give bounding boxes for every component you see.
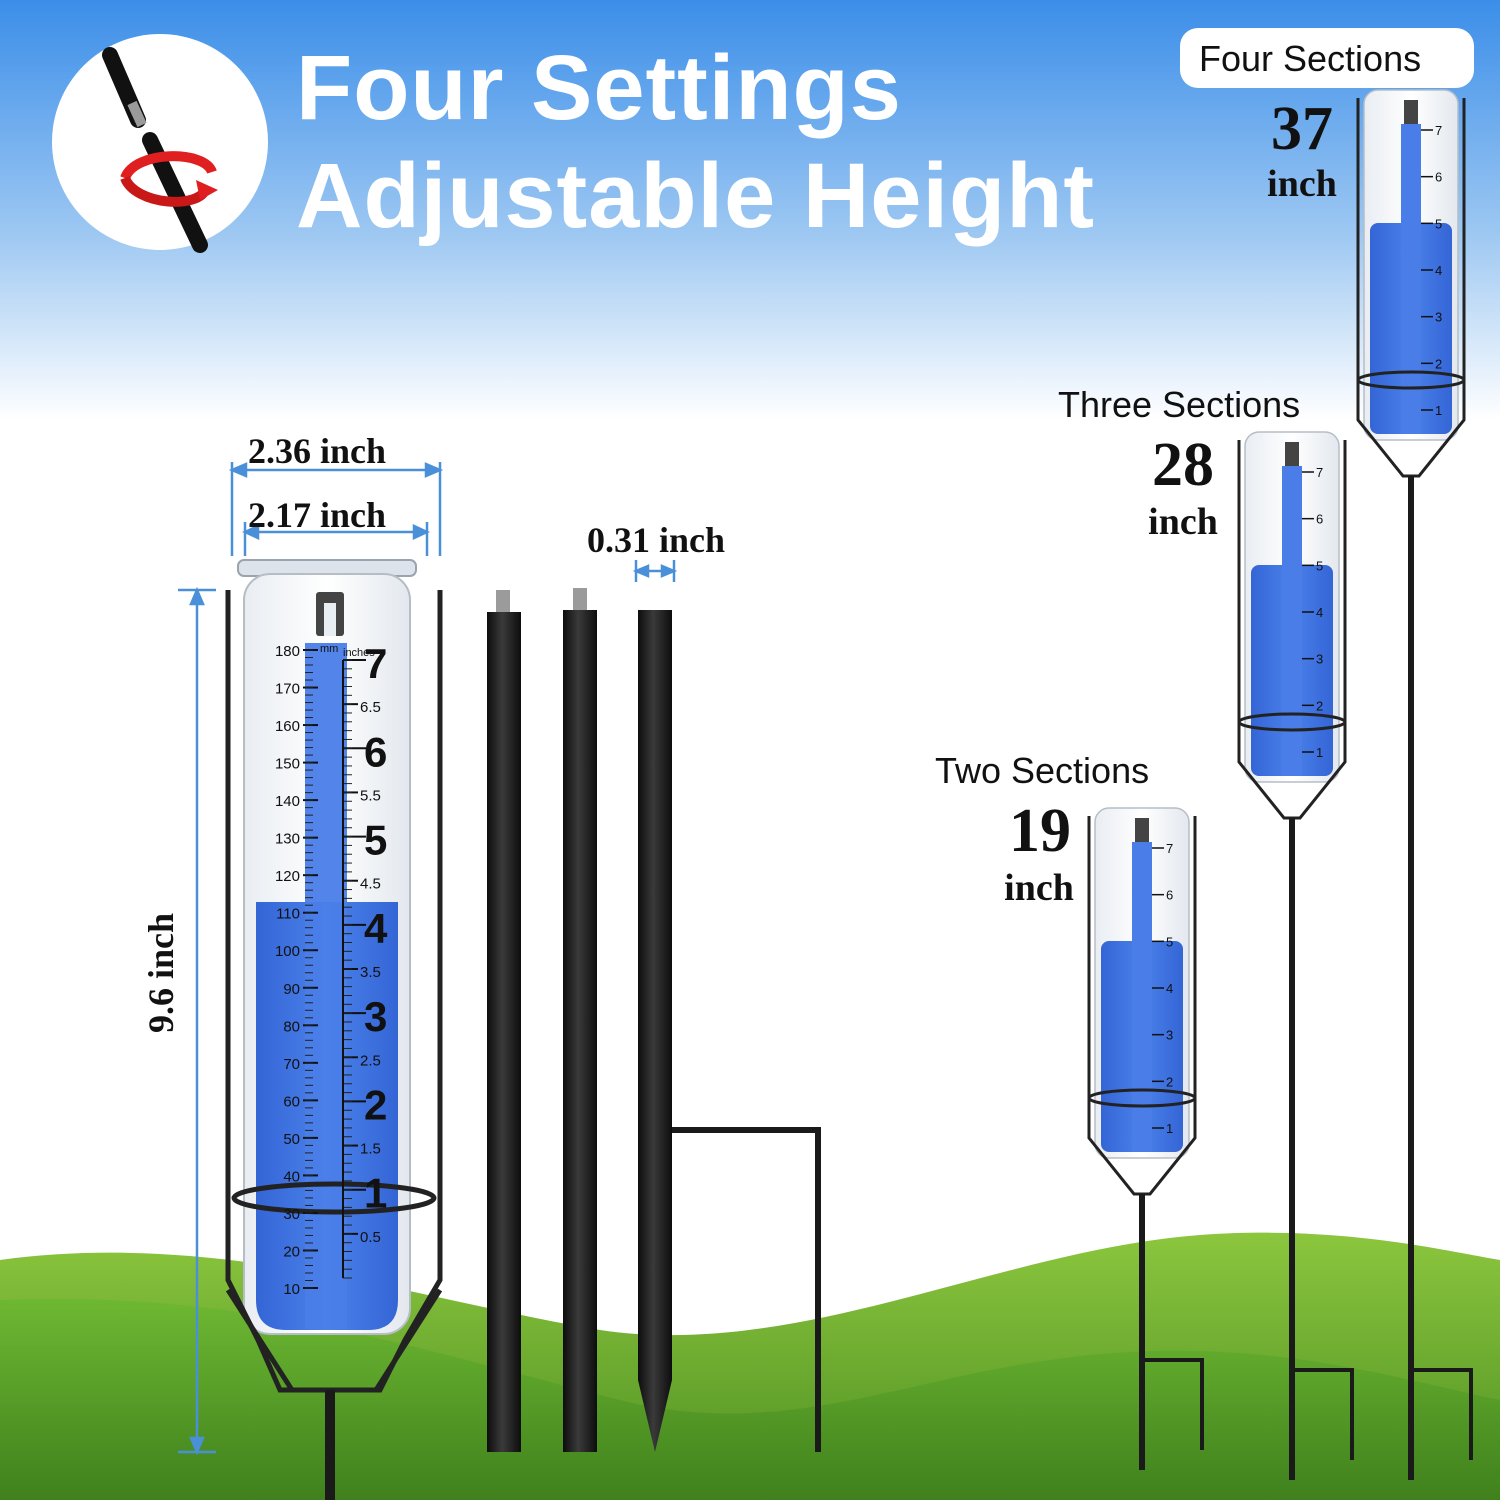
mm-tick-label: 120 (275, 868, 300, 885)
four-sections-unit: inch (1267, 163, 1337, 205)
two-sections-label: Two Sections (935, 750, 1150, 791)
inner-diameter-label: 2.17 inch (248, 495, 387, 535)
inch-tick-label: 4 (1316, 605, 1323, 620)
mm-tick-label: 70 (283, 1056, 300, 1073)
top-slot (1404, 100, 1418, 124)
inch-tick-label: 5.5 (360, 787, 381, 804)
inch-tick-label: 3 (1166, 1028, 1173, 1043)
inch-tick-label: 1 (1435, 403, 1442, 418)
large-rain-gauge: 1801701601501401301201101009080706050403… (225, 559, 443, 1500)
three-sections-label: Three Sections (1058, 384, 1301, 425)
inch-tick-label: 7 (1166, 841, 1173, 856)
inch-tick-label: 1.5 (360, 1141, 381, 1158)
stake-foot (1292, 1368, 1354, 1460)
inch-tick-label: 2.5 (360, 1052, 381, 1069)
headline-line-1: Four Settings (296, 37, 902, 139)
mm-tick-label: 30 (283, 1206, 300, 1223)
three-sections-unit: inch (1148, 501, 1218, 543)
mm-tick-label: 10 (283, 1281, 300, 1298)
inch-tick-label: 5 (1316, 558, 1323, 573)
inch-tick-label: 6 (1166, 888, 1173, 903)
inch-tick-label: 7 (1435, 123, 1442, 138)
mm-tick-label: 140 (275, 793, 300, 810)
mm-tick-label: 90 (283, 981, 300, 998)
mm-tick-label: 180 (275, 643, 300, 660)
headline-line-2: Adjustable Height (296, 145, 1096, 247)
two-sections-unit: inch (1004, 867, 1074, 909)
mm-tick-label: 40 (283, 1168, 300, 1185)
gauge-height-label: 9.6 inch (141, 912, 181, 1034)
two-section-assembly: 7 6 5 4 3 2 1 (1087, 807, 1204, 1470)
outer-diameter-label: 2.36 inch (248, 431, 387, 471)
four-sections-label: Four Sections (1199, 38, 1422, 79)
inch-tick-label: 5 (364, 817, 387, 864)
inch-tick-label: 1 (1316, 745, 1323, 760)
inch-tick-label: 2 (1316, 698, 1323, 713)
mm-tick-label: 20 (283, 1243, 300, 1260)
three-section-assembly: 7 6 5 4 3 2 1 (1237, 431, 1354, 1480)
scale-column (1401, 124, 1421, 434)
inch-tick-label: 6 (1316, 512, 1323, 527)
stake-foot (1411, 1368, 1473, 1460)
top-slot (1285, 442, 1299, 466)
inch-tick-label: 7 (364, 640, 387, 687)
mm-unit-label: mm (320, 643, 338, 655)
inch-tick-label: 5 (1435, 216, 1442, 231)
inch-tick-label: 3.5 (360, 964, 381, 981)
mm-tick-label: 60 (283, 1093, 300, 1110)
inch-tick-label: 7 (1316, 465, 1323, 480)
mm-tick-label: 160 (275, 718, 300, 735)
extension-rod-2 (563, 588, 597, 1452)
inch-tick-label: 1 (1166, 1121, 1173, 1136)
ground-stake-rod (638, 610, 821, 1452)
four-section-assembly: 7 6 5 4 3 2 1 (1356, 89, 1473, 1480)
inch-tick-label: 0.5 (360, 1229, 381, 1246)
stake-foot (1142, 1358, 1204, 1450)
top-slot (1135, 818, 1149, 842)
inch-tick-label: 6.5 (360, 699, 381, 716)
inch-tick-label: 2 (1435, 356, 1442, 371)
two-sections-value: 19 (1009, 797, 1071, 865)
twist-assembly-icon (52, 34, 268, 253)
mm-tick-label: 50 (283, 1131, 300, 1148)
inch-tick-label: 4.5 (360, 876, 381, 893)
inch-unit-label: inches (343, 647, 375, 659)
scale-column (1282, 466, 1302, 776)
inch-tick-label: 3 (1316, 652, 1323, 667)
frame-ring (1087, 1088, 1197, 1108)
inch-tick-label: 5 (1166, 934, 1173, 949)
scale-column (1132, 842, 1152, 1152)
inch-tick-label: 6 (1435, 170, 1442, 185)
grass-hill-front (0, 1298, 1500, 1500)
rod-diameter-label: 0.31 inch (587, 520, 726, 560)
mm-tick-label: 170 (275, 681, 300, 698)
inch-tick-label: 4 (364, 905, 388, 952)
inch-tick-label: 3 (1435, 310, 1442, 325)
three-sections-value: 28 (1152, 431, 1214, 499)
dimension-lines (178, 462, 678, 1456)
inch-tick-label: 1 (364, 1170, 387, 1217)
mm-tick-label: 150 (275, 756, 300, 773)
mm-tick-label: 130 (275, 831, 300, 848)
inch-tick-label: 3 (364, 993, 387, 1040)
mm-tick-label: 100 (275, 943, 300, 960)
inch-tick-label: 4 (1435, 263, 1442, 278)
inch-tick-label: 2 (1166, 1074, 1173, 1089)
four-sections-badge (1180, 28, 1474, 88)
inch-tick-label: 6 (364, 728, 387, 775)
inch-tick-label: 2 (364, 1081, 387, 1128)
four-sections-value: 37 (1271, 95, 1333, 163)
mm-tick-label: 80 (283, 1018, 300, 1035)
extension-rod-1 (487, 590, 521, 1452)
inch-tick-label: 4 (1166, 981, 1173, 996)
frame-ring (1237, 712, 1347, 732)
frame-ring (1356, 370, 1466, 390)
mm-tick-label: 110 (276, 906, 300, 923)
